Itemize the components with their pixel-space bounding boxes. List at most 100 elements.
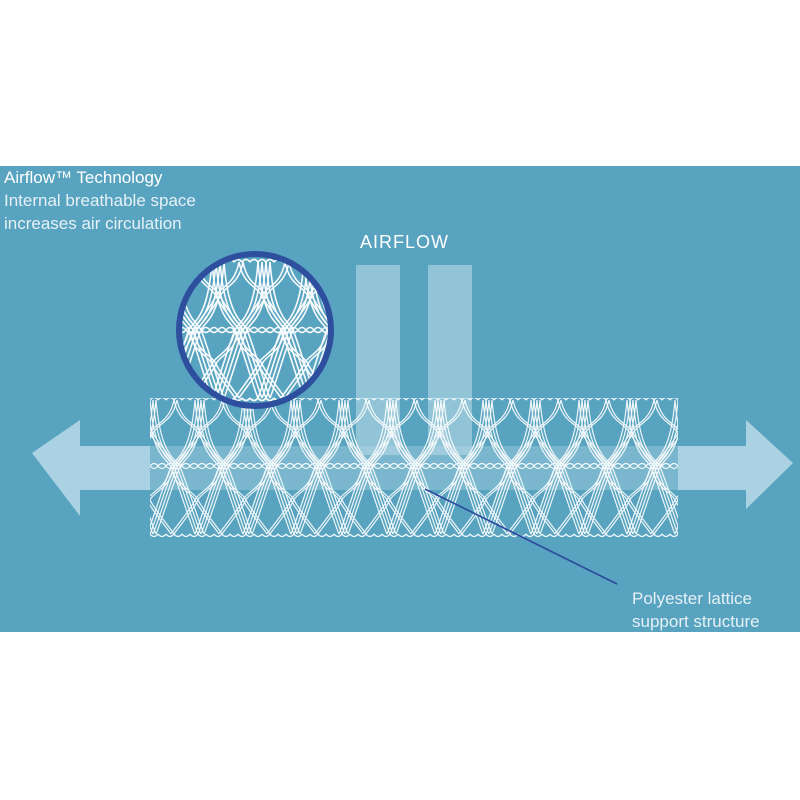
- lattice-strand-upper: [509, 399, 559, 467]
- lattice-strand-lower-edge: [189, 533, 199, 538]
- lattice-strand-lower-edge: [445, 462, 455, 467]
- lattice-strand-lower-edge: [301, 533, 311, 538]
- lattice-strand-lower-edge: [461, 462, 471, 467]
- lattice-strand-upper-edge: [629, 465, 639, 470]
- lattice-strand: [150, 515, 157, 535]
- zoom-lattice-strand-upper-edge: [257, 258, 267, 263]
- arrow-right-icon: [678, 420, 793, 509]
- zoom-lattice-strand-upper: [238, 261, 286, 331]
- zoom-lattice-strand: [120, 262, 166, 398]
- lattice-strand-lower-edge: [589, 462, 599, 467]
- lattice-strand-lower: [150, 465, 172, 497]
- lattice-strand-upper-edge: [421, 398, 431, 401]
- zoom-lattice-strand-upper-edge: [233, 258, 243, 263]
- zoom-lattice-strand-lower-edge: [193, 326, 203, 331]
- lattice-strand-lower-edge: [221, 533, 231, 538]
- lattice-strand-lower: [365, 465, 415, 535]
- lattice-strand-upper-edge: [293, 398, 303, 401]
- lattice-strand-upper-edge: [437, 398, 447, 401]
- lattice-strand-lower-edge: [621, 462, 631, 467]
- zoom-lattice-strand: [132, 262, 178, 398]
- lattice-strand-lower-edge: [533, 533, 543, 538]
- lattice-strand-upper-edge: [405, 398, 415, 401]
- zoom-lattice-strand-edge: [181, 258, 187, 263]
- lattice-strand-upper-edge: [533, 465, 543, 470]
- lattice-strand-lower-edge: [541, 533, 551, 538]
- lattice-strand-lower-edge: [317, 462, 327, 467]
- lattice-strand-lower-edge: [421, 533, 431, 538]
- lattice-strand-upper-edge: [189, 465, 199, 470]
- lattice-strand-upper-edge: [413, 398, 423, 401]
- zoom-lattice-strand-upper-edge: [297, 258, 307, 263]
- lattice-strand-upper: [317, 399, 367, 467]
- lattice-strand-upper-edge: [229, 465, 239, 470]
- lattice-strand-lower-edge: [261, 462, 271, 467]
- lattice-strand-upper-edge: [517, 398, 527, 401]
- lattice-strand-upper-edge: [173, 398, 183, 401]
- lattice-strand-lower-edge: [213, 462, 223, 467]
- lattice-strand-lower-edge: [373, 462, 383, 467]
- lattice-strand-lower-edge: [509, 462, 519, 467]
- lattice-strand-upper-edge: [157, 398, 167, 401]
- lattice-strand-upper: [656, 437, 678, 467]
- lattice-strand-lower-edge: [629, 462, 639, 467]
- lattice-strand-upper-edge: [349, 398, 359, 401]
- lattice-strand-lower-edge: [565, 533, 575, 538]
- lattice-strand-lower-edge: [253, 533, 263, 538]
- zoom-lattice-strand: [120, 262, 166, 398]
- lattice-strand-upper-edge: [629, 398, 639, 401]
- lattice-strand-lower-edge: [381, 462, 391, 467]
- zoom-lattice-strand: [181, 261, 213, 399]
- lattice-strand-upper-edge: [197, 465, 207, 470]
- lattice-strand-lower-edge: [229, 533, 239, 538]
- zoom-lattice-strand-lower-edge: [233, 397, 243, 402]
- lattice-strand-upper-edge: [613, 398, 623, 401]
- lattice-strand-upper-edge: [573, 465, 583, 470]
- lattice-strand-upper-edge: [533, 398, 543, 401]
- zoom-lattice-strand-lower-edge: [265, 397, 275, 402]
- lattice-strand-lower: [509, 465, 559, 535]
- lattice-strand-lower: [221, 465, 271, 535]
- lattice-strand-lower-edge: [309, 533, 319, 538]
- lattice-strand-lower-edge: [429, 533, 439, 538]
- lattice-strand-lower-edge: [325, 462, 335, 467]
- lattice-strand-lower-edge: [461, 533, 471, 538]
- lattice-strand-lower-edge: [445, 533, 455, 538]
- lattice-strand-lower-edge: [397, 462, 407, 467]
- zoom-lattice-strand-lower-edge: [249, 397, 259, 402]
- lattice-strand-upper: [150, 399, 175, 435]
- lattice-strand-lower-edge: [421, 462, 431, 467]
- lattice-strand-lower-edge: [150, 533, 159, 538]
- lattice-strand-lower: [461, 465, 511, 535]
- lattice-strand-lower-edge: [533, 462, 543, 467]
- lattice-strand-upper-edge: [189, 398, 199, 401]
- subtitle-line-2: increases air circulation: [4, 214, 182, 233]
- lattice-strand-lower-edge: [557, 533, 567, 538]
- zoom-lattice-strand: [311, 261, 329, 399]
- lattice-strand-lower-edge: [525, 462, 535, 467]
- lattice-strand-lower-edge: [237, 533, 247, 538]
- lattice-strand-upper-edge: [589, 398, 599, 401]
- lattice-strand-lower-edge: [565, 462, 575, 467]
- zoom-lattice-strand-upper-edge: [305, 258, 315, 263]
- lattice-strand-upper-edge: [477, 465, 487, 470]
- lattice-strand-lower-edge: [261, 533, 271, 538]
- lattice-strand-lower: [602, 465, 652, 535]
- lattice-strand-upper-edge: [181, 465, 191, 470]
- zoom-lattice-strand-upper-edge: [185, 258, 195, 263]
- zoom-lattice-strand-upper-edge: [201, 258, 211, 263]
- lattice-strand-lower-edge: [150, 462, 159, 467]
- zoom-lattice-strand-upper-edge: [241, 329, 251, 334]
- zoom-lattice-strand-lower-edge: [338, 328, 346, 331]
- lattice-strand-upper: [416, 399, 466, 467]
- lattice-strand-lower-edge: [333, 462, 343, 467]
- lattice-strand-lower-edge: [653, 462, 663, 467]
- lattice-strand-upper-edge: [237, 465, 247, 470]
- lattice-strand-upper: [150, 399, 178, 440]
- zoom-lattice-strand-lower-edge: [321, 326, 329, 331]
- zoom-lattice-strand-edge: [330, 260, 338, 263]
- lattice-strand-lower-edge: [293, 462, 303, 467]
- lattice-strand-lower-edge: [405, 462, 415, 467]
- lattice-strand-lower: [150, 504, 172, 535]
- lattice-strand-lower-edge: [589, 533, 599, 538]
